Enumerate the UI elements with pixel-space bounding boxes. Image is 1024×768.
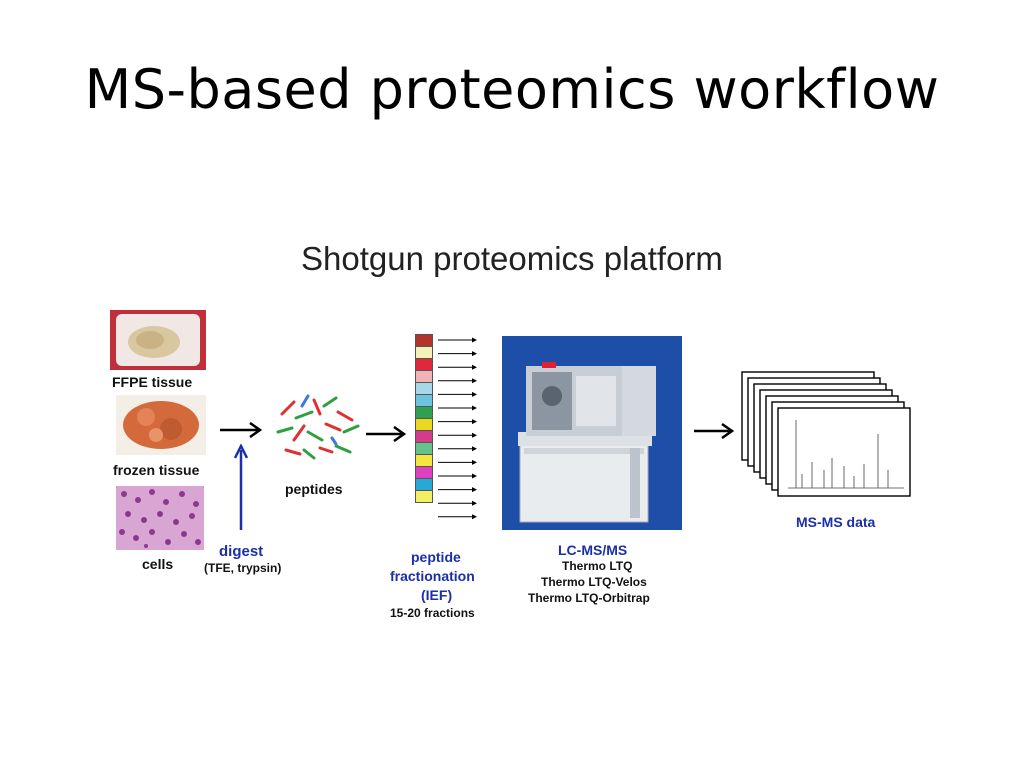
fraction-cell — [415, 419, 433, 431]
arrow-right-icon — [366, 426, 407, 442]
sample-label-frozen: frozen tissue — [113, 462, 200, 478]
arrow-right-icon — [694, 423, 735, 439]
slide-title: MS-based proteomics workflow — [84, 58, 940, 121]
peptides-cluster-icon — [276, 394, 360, 460]
fraction-cell — [415, 347, 433, 359]
fraction-cell — [415, 491, 433, 503]
fraction-cell — [415, 467, 433, 479]
lcms-title: LC-MS/MS — [558, 542, 628, 558]
fraction-arrowhead — [472, 514, 477, 520]
fraction-cell — [415, 479, 433, 491]
fraction-arrowhead — [472, 337, 477, 343]
fractionation-line3: (IEF) — [421, 587, 453, 603]
fractionation-line2: fractionation — [390, 568, 475, 584]
digest-label: digest — [219, 543, 264, 560]
fraction-arrowhead — [472, 351, 477, 357]
fraction-arrowhead — [472, 364, 477, 370]
msms-spectra-stack — [740, 370, 922, 505]
lcms-instrument-2: Thermo LTQ-Velos — [541, 575, 647, 589]
mass-spectrometer-image — [502, 336, 682, 535]
fraction-arrowhead — [472, 419, 477, 425]
fraction-arrowhead — [472, 446, 477, 452]
digest-arrow-icon — [234, 444, 248, 530]
fraction-cell — [415, 407, 433, 419]
frozen-tissue-image — [116, 395, 206, 455]
sample-label-cells: cells — [142, 556, 174, 572]
fraction-arrowhead — [472, 473, 477, 479]
cells-image — [116, 486, 204, 550]
fraction-arrowhead — [472, 432, 477, 438]
ffpe-tissue-image — [110, 310, 206, 370]
fraction-column — [415, 334, 433, 503]
peptides-label: peptides — [285, 481, 343, 497]
arrow-right-icon — [220, 422, 263, 438]
fraction-cell — [415, 334, 433, 347]
lcms-instrument-3: Thermo LTQ-Orbitrap — [528, 591, 650, 605]
fraction-arrowhead — [472, 500, 477, 506]
fractionation-line1: peptide — [411, 549, 461, 565]
fraction-cell — [415, 383, 433, 395]
fraction-cell — [415, 395, 433, 407]
fraction-arrowhead — [472, 391, 477, 397]
fraction-arrowhead — [472, 459, 477, 465]
fraction-cell — [415, 443, 433, 455]
fraction-cell — [415, 371, 433, 383]
fraction-cell — [415, 359, 433, 371]
fraction-cell — [415, 455, 433, 467]
lcms-instrument-1: Thermo LTQ — [562, 559, 633, 573]
fraction-cell — [415, 431, 433, 443]
msms-label: MS-MS data — [796, 514, 876, 530]
digest-detail: (TFE, trypsin) — [204, 561, 282, 575]
fraction-arrowhead — [472, 405, 477, 411]
sample-label-ffpe: FFPE tissue — [112, 374, 193, 390]
platform-title: Shotgun proteomics platform — [301, 240, 723, 277]
fraction-arrowhead — [472, 487, 477, 493]
fraction-arrowhead — [472, 378, 477, 384]
fraction-arrows-icon — [438, 337, 477, 520]
fraction-count: 15-20 fractions — [390, 606, 475, 620]
